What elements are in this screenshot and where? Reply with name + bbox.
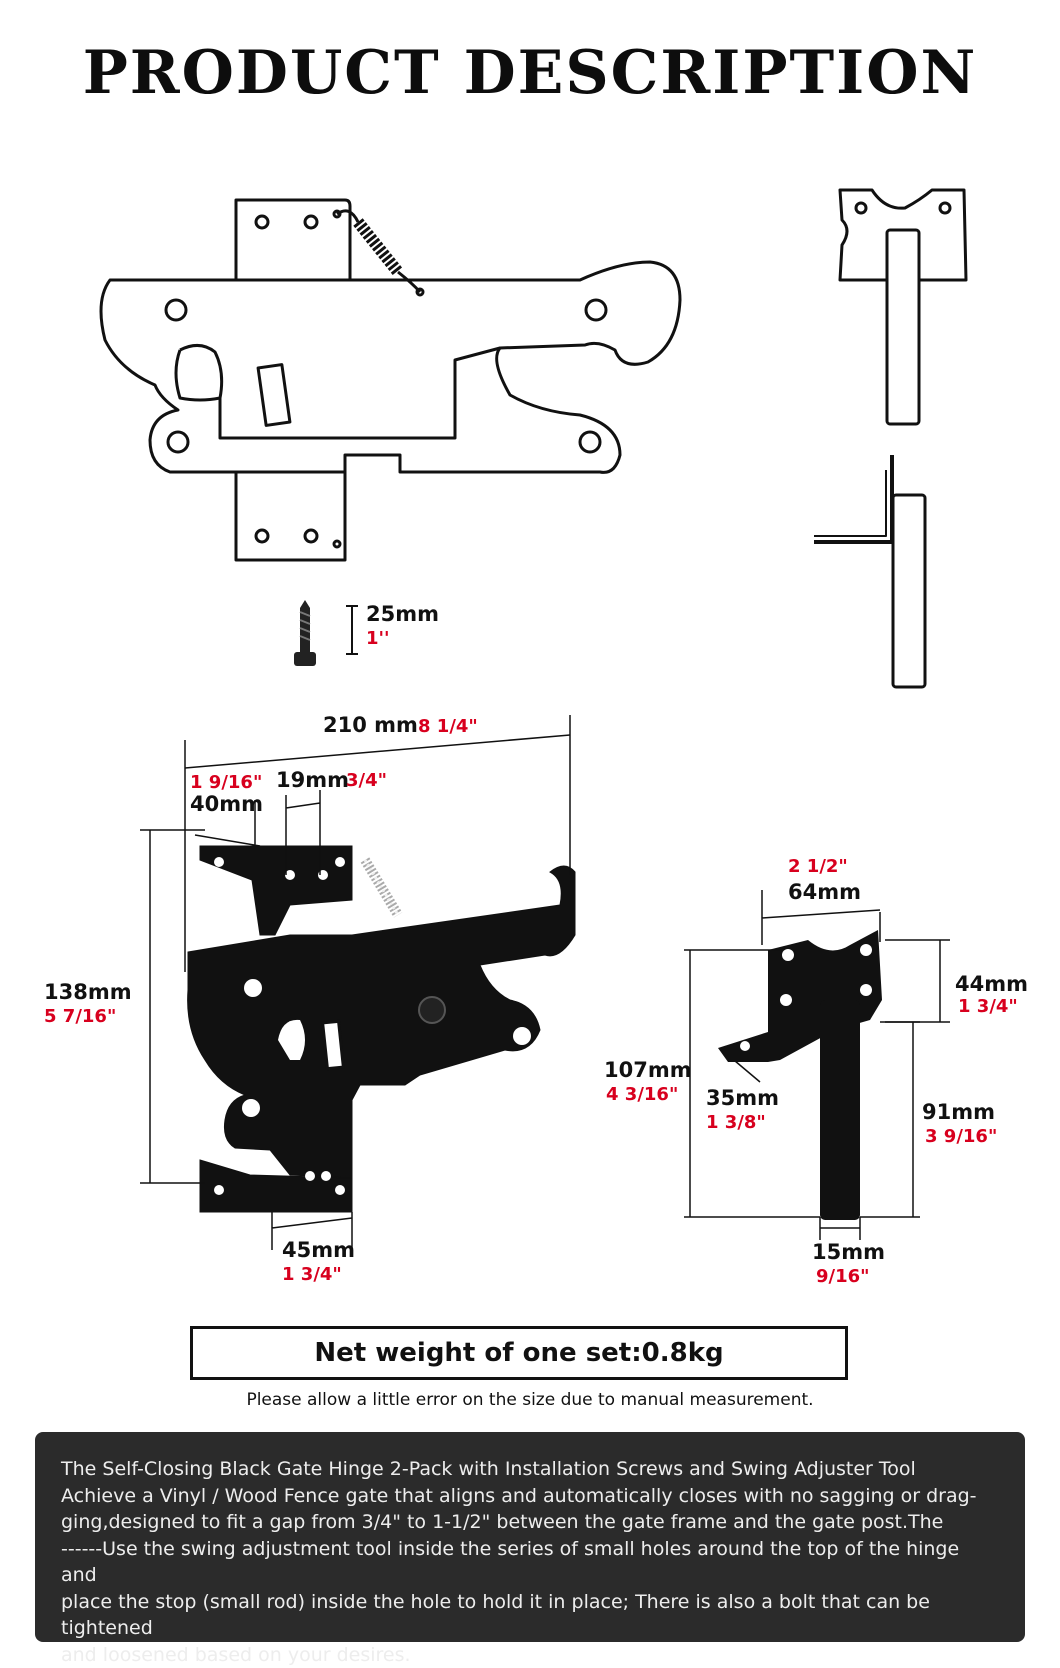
stop-solid-drawing bbox=[718, 930, 882, 1220]
stop-outline-drawing bbox=[814, 190, 966, 687]
net-weight-box: Net weight of one set:0.8kg bbox=[190, 1326, 848, 1380]
latch-solid-drawing bbox=[188, 846, 575, 1212]
description-line: The Self-Closing Black Gate Hinge 2-Pack… bbox=[61, 1456, 995, 1483]
height-mm: 138mm bbox=[44, 980, 132, 1004]
hole-spacing-in: 3/4" bbox=[346, 770, 387, 791]
stop-post-mm: 91mm bbox=[922, 1100, 995, 1124]
description-line: place the stop (small rod) inside the ho… bbox=[61, 1589, 995, 1642]
bottom-offset-mm: 45mm bbox=[282, 1238, 355, 1262]
screw-drawing bbox=[294, 600, 358, 666]
height-in: 5 7/16" bbox=[44, 1006, 116, 1027]
product-diagram bbox=[0, 0, 1060, 1320]
stop-top-in: 1 3/4" bbox=[958, 996, 1018, 1017]
description-line: and loosened based on your desires. bbox=[61, 1642, 995, 1668]
stop-post-in: 3 9/16" bbox=[925, 1126, 997, 1147]
latch-outline-drawing bbox=[101, 200, 680, 560]
stop-top-mm: 44mm bbox=[955, 972, 1028, 996]
measurement-note: Please allow a little error on the size … bbox=[0, 1390, 1060, 1410]
stop-height-mm: 107mm bbox=[604, 1058, 692, 1082]
description-line: ------Use the swing adjustment tool insi… bbox=[61, 1536, 995, 1589]
description-line: ging,designed to fit a gap from 3/4" to … bbox=[61, 1509, 995, 1536]
description-line: Achieve a Vinyl / Wood Fence gate that a… bbox=[61, 1483, 995, 1510]
stop-height-in: 4 3/16" bbox=[606, 1084, 678, 1105]
screw-length-mm: 25mm bbox=[366, 602, 439, 626]
stop-tab-mm: 35mm bbox=[706, 1086, 779, 1110]
hole-spacing-mm: 19mm bbox=[276, 768, 349, 792]
post-width-mm: 15mm bbox=[812, 1240, 885, 1264]
post-width-in: 9/16" bbox=[816, 1266, 870, 1287]
stop-width-mm: 64mm bbox=[788, 880, 861, 904]
screw-length-in: 1'' bbox=[366, 628, 390, 649]
total-width-mm: 210 mm bbox=[323, 713, 418, 737]
left-offset-mm: 40mm bbox=[190, 792, 263, 816]
left-offset-in: 1 9/16" bbox=[190, 772, 262, 793]
bottom-offset-in: 1 3/4" bbox=[282, 1264, 342, 1285]
stop-tab-in: 1 3/8" bbox=[706, 1112, 766, 1133]
stop-width-in: 2 1/2" bbox=[788, 856, 848, 877]
description-panel: The Self-Closing Black Gate Hinge 2-Pack… bbox=[35, 1432, 1025, 1642]
total-width-in: 8 1/4" bbox=[418, 716, 478, 737]
